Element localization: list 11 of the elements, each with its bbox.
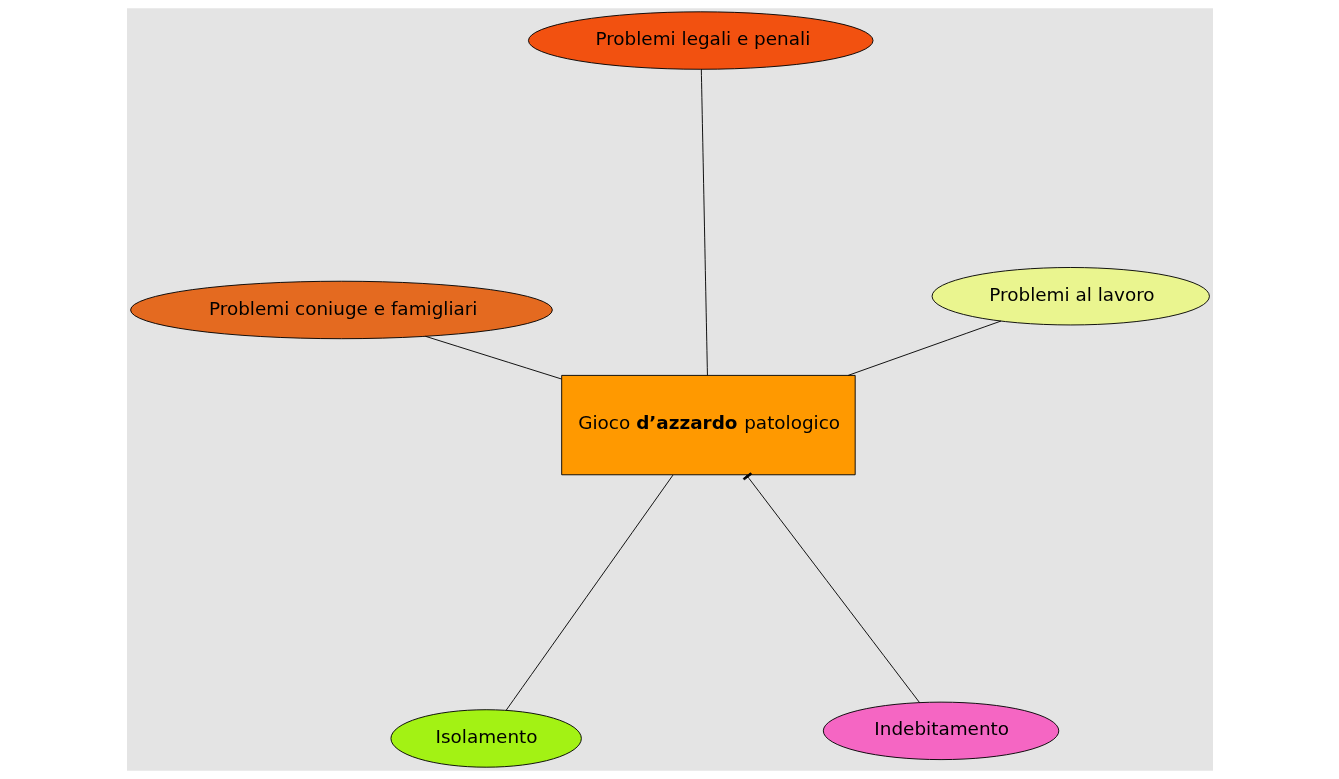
- connector: [505, 474, 673, 711]
- node-ellipse: Problemi al lavoro: [931, 267, 1210, 326]
- node-ellipse: Problemi legali e penali: [527, 11, 873, 70]
- connector: [742, 472, 920, 704]
- node-box: Gioco d’azzardo patologico: [560, 374, 856, 476]
- node-ellipse: Indebitamento: [822, 701, 1059, 761]
- connector: [700, 68, 708, 376]
- node-ellipse: Isolamento: [390, 709, 582, 768]
- connector: [424, 335, 562, 380]
- node-ellipse: Problemi coniuge e famigliari: [129, 280, 553, 340]
- connector: [847, 320, 1001, 376]
